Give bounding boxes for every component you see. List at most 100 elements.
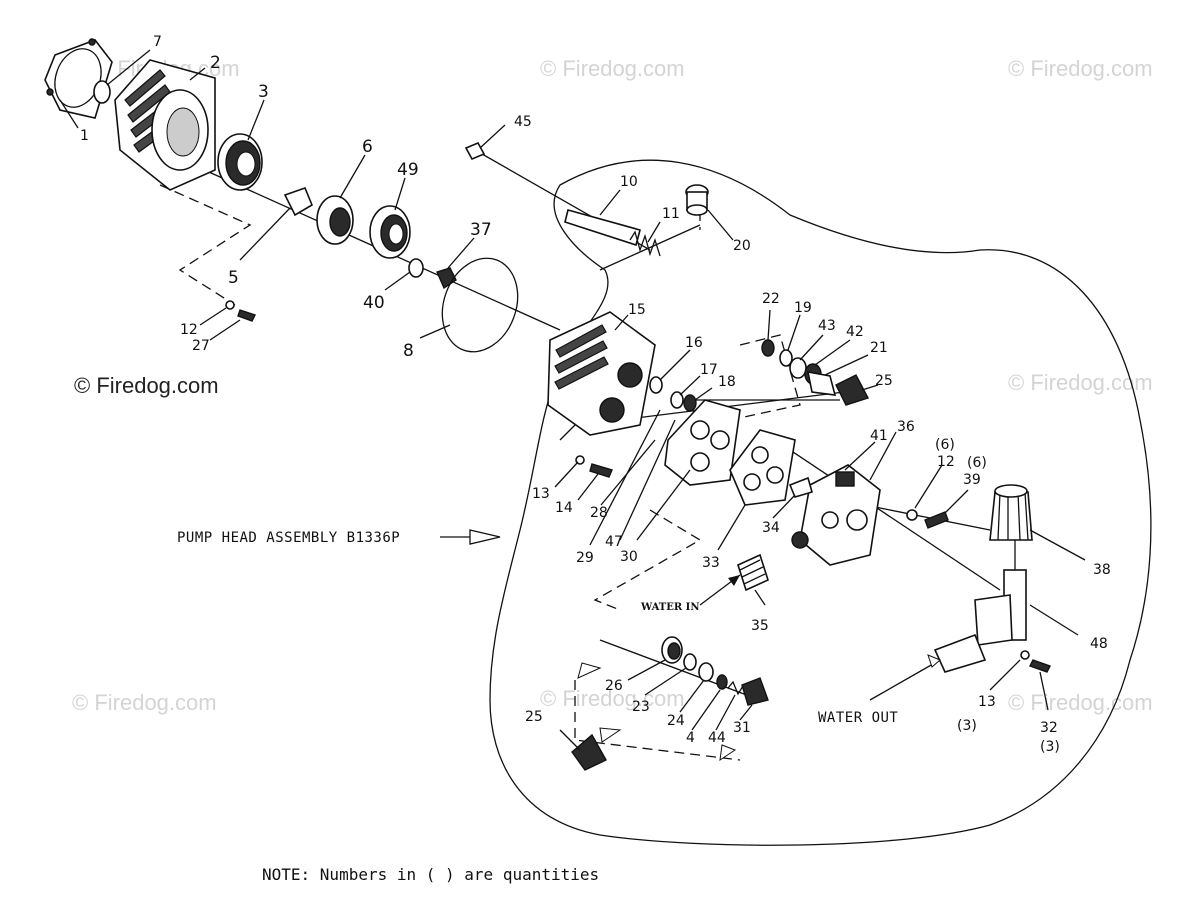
part-22-o-ring: [761, 339, 775, 357]
callout-34: 34: [762, 520, 780, 536]
callout-38: 38: [1093, 562, 1111, 578]
part-11-spring: [629, 230, 661, 257]
callout-17: 17: [700, 362, 718, 378]
part-10-piston: [564, 209, 641, 247]
watermark-6: © Firedog.com: [72, 690, 217, 715]
callout-3: 3: [258, 82, 269, 102]
watermark-8: © Firedog.com: [1008, 690, 1153, 715]
callout-13: 13: [532, 486, 550, 502]
callout-28: 28: [590, 505, 608, 521]
part-31-cap: [741, 677, 769, 706]
callout-43: 43: [818, 318, 836, 334]
part-25-cap-top: [835, 374, 870, 406]
part-8-o-ring: [441, 257, 519, 353]
part-43-ring: [789, 357, 807, 379]
part-23-ring: [683, 653, 697, 671]
callout-30: 30: [620, 549, 638, 565]
callout-1: 1: [80, 128, 89, 144]
part-4-seal: [716, 674, 728, 690]
callout-48: 48: [1090, 636, 1108, 652]
callout-13-b: 13: [978, 694, 996, 710]
quantity-3-b: (3): [1040, 739, 1060, 755]
callout-2: 2: [210, 53, 221, 73]
part-5-bushing: [283, 186, 314, 217]
callout-36: 36: [897, 419, 915, 435]
callout-4: 4: [686, 730, 695, 746]
quantity-6-b: (6): [967, 455, 987, 471]
part-24-ring: [698, 662, 714, 682]
callout-33: 33: [702, 555, 720, 571]
part-33-plate: [729, 429, 796, 506]
part-44-spring: [727, 680, 744, 696]
watermark-3: © Firedog.com: [1008, 56, 1153, 81]
callout-22: 22: [762, 291, 780, 307]
watermark-4: © Firedog.com: [74, 373, 219, 398]
part-48-unloader: [933, 540, 1027, 673]
part-6-wobble-plate: [316, 195, 354, 245]
part-36-pump-head: [791, 464, 881, 566]
part-12-washer-b: [906, 509, 918, 521]
callout-41: 41: [870, 428, 888, 444]
callout-19: 19: [794, 300, 812, 316]
callout-23: 23: [632, 699, 650, 715]
callout-5: 5: [228, 268, 239, 288]
callout-24: 24: [667, 713, 685, 729]
callout-42: 42: [846, 324, 864, 340]
part-49-bearing: [369, 205, 411, 259]
quantity-3-a: (3): [957, 718, 977, 734]
part-32-screw: [1029, 659, 1051, 673]
quantity-6-a: (6): [935, 437, 955, 453]
part-3-bearing: [217, 133, 263, 191]
part-21-valve: [806, 371, 837, 396]
callout-15: 15: [628, 302, 646, 318]
callout-14: 14: [555, 500, 573, 516]
callout-8: 8: [403, 341, 414, 361]
part-40-washer: [408, 258, 424, 278]
water-in-label: WATER IN: [640, 602, 699, 613]
callout-20: 20: [733, 238, 751, 254]
part-15-manifold: [547, 311, 656, 436]
callout-12-b: 12: [937, 454, 955, 470]
callout-31: 31: [733, 720, 751, 736]
part-13-washer-b: [1020, 650, 1030, 660]
part-7-o-ring: [93, 80, 111, 104]
callout-7: 7: [153, 34, 162, 50]
part-38-knob: [989, 484, 1033, 541]
callout-32: 32: [1040, 720, 1058, 736]
callout-11: 11: [662, 206, 680, 222]
flow-arrows: [469, 529, 941, 762]
callout-40: 40: [363, 293, 385, 313]
part-18-seal: [683, 394, 697, 412]
part-17-seal: [670, 391, 684, 409]
callout-44: 44: [708, 730, 726, 746]
part-19-ring: [779, 349, 793, 367]
callout-39: 39: [963, 472, 981, 488]
part-27-screw: [237, 309, 256, 322]
watermark-7: © Firedog.com: [540, 686, 685, 711]
callout-37: 37: [470, 220, 492, 240]
part-39-screw: [924, 511, 949, 529]
water-out-label: WATER OUT: [818, 710, 898, 726]
watermarks: © Firedog.com © Firedog.com © Firedog.co…: [72, 56, 1153, 715]
callout-12: 12: [180, 322, 198, 338]
callout-29: 29: [576, 550, 594, 566]
callout-49: 49: [397, 160, 419, 180]
callout-25-top: 25: [875, 373, 893, 389]
callout-labels: 7 2 3 1 6 49 45 10 11 20 37 5 40 8 12 27…: [80, 34, 1111, 755]
part-45-pin: [464, 141, 486, 161]
callout-47: 47: [605, 534, 623, 550]
part-16-o-ring: [649, 376, 663, 394]
part-35-inlet: [699, 553, 769, 606]
part-34-valve: [788, 476, 813, 498]
callout-21: 21: [870, 340, 888, 356]
callout-10: 10: [620, 174, 638, 190]
callout-18: 18: [718, 374, 736, 390]
callout-27: 27: [192, 338, 210, 354]
part-14-screw: [589, 463, 613, 478]
watermark-2: © Firedog.com: [540, 56, 685, 81]
callout-6: 6: [362, 137, 373, 157]
part-20-plug: [685, 184, 709, 216]
callout-25-bottom: 25: [525, 709, 543, 725]
callout-45: 45: [514, 114, 532, 130]
